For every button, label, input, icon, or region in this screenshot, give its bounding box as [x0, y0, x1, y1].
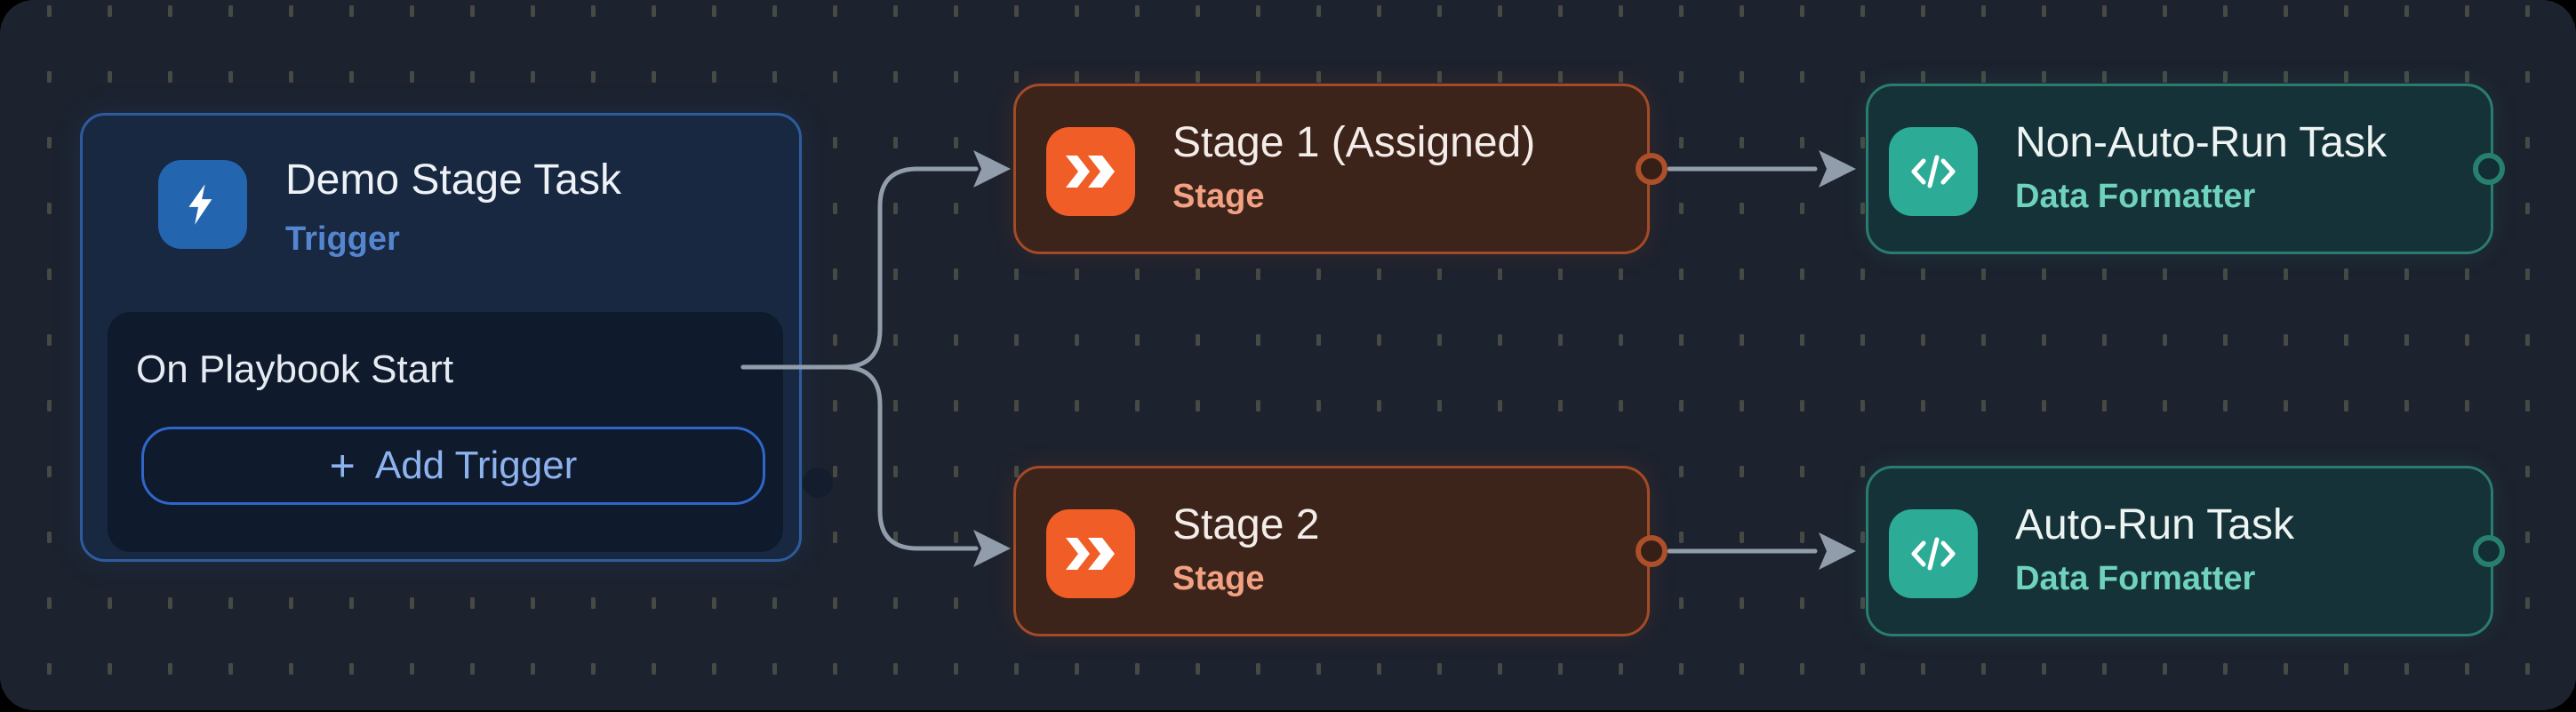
task-icon-badge — [1889, 127, 1978, 216]
node-auto-run-task[interactable]: Auto-Run Task Data Formatter — [1866, 466, 2493, 636]
code-icon — [1911, 155, 1956, 188]
task-1-output-port[interactable] — [2473, 153, 2505, 185]
task-icon-badge — [1889, 509, 1978, 598]
fast-forward-icon — [1066, 538, 1115, 570]
node-trigger[interactable]: Demo Stage Task Trigger On Playbook Star… — [80, 113, 833, 562]
fast-forward-icon — [1066, 156, 1115, 188]
node-stage-2[interactable]: Stage 2 Stage — [1013, 466, 1650, 636]
lightning-bolt-icon — [188, 184, 212, 225]
stage-2-title: Stage 2 — [1172, 501, 1320, 548]
task-1-type-label: Data Formatter — [2015, 178, 2256, 215]
task-2-output-port[interactable] — [2473, 535, 2505, 567]
stage-2-output-port[interactable] — [1636, 535, 1668, 567]
task-2-title: Auto-Run Task — [2015, 501, 2294, 548]
stage-1-output-port[interactable] — [1636, 153, 1668, 185]
task-1-title: Non-Auto-Run Task — [2015, 119, 2387, 166]
task-2-type-label: Data Formatter — [2015, 560, 2256, 597]
trigger-rows-panel: On Playbook Start + Add Trigger — [108, 312, 783, 552]
node-non-auto-run-task[interactable]: Non-Auto-Run Task Data Formatter — [1866, 84, 2493, 254]
stage-1-title: Stage 1 (Assigned) — [1172, 119, 1536, 166]
plus-icon: + — [329, 441, 356, 491]
stage-2-type-label: Stage — [1172, 560, 1265, 597]
trigger-row-on-playbook-start[interactable]: On Playbook Start — [136, 348, 454, 391]
trigger-icon-badge — [158, 160, 247, 249]
node-stage-1[interactable]: Stage 1 (Assigned) Stage — [1013, 84, 1650, 254]
stage-icon-badge — [1046, 127, 1135, 216]
add-trigger-label: Add Trigger — [374, 444, 578, 487]
trigger-type-label: Trigger — [285, 220, 400, 258]
trigger-title: Demo Stage Task — [285, 156, 621, 204]
trigger-output-port[interactable] — [803, 468, 833, 498]
code-icon — [1911, 537, 1956, 571]
stage-1-type-label: Stage — [1172, 178, 1265, 215]
add-trigger-button[interactable]: + Add Trigger — [141, 427, 765, 505]
stage-icon-badge — [1046, 509, 1135, 598]
